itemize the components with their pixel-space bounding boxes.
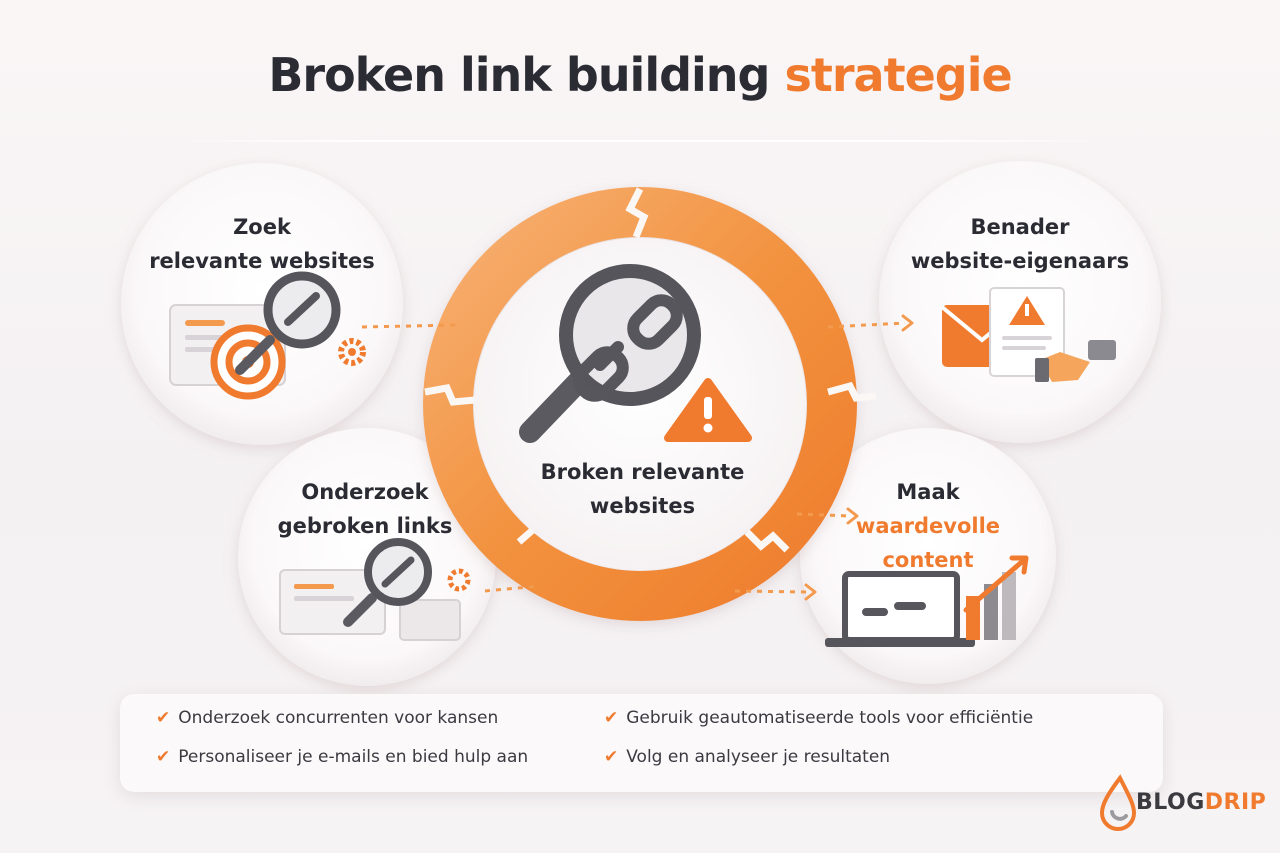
step-research-line2: gebroken links [277, 514, 453, 538]
step-find-label: Zoek relevante websites [142, 210, 382, 278]
center-line1: Broken relevante [540, 460, 745, 484]
page-title: Broken link building strategie [0, 48, 1280, 102]
tip-item: ✔ Gebruik geautomatiseerde tools voor eff… [604, 708, 1033, 728]
check-icon: ✔ [604, 747, 619, 767]
step-approach-line1: Benader [970, 215, 1070, 239]
tip-item: ✔ Volg en analyseer je resultaten [604, 747, 890, 767]
brand-name: BLOGDRIP [1136, 790, 1266, 815]
step-approach-label: Benader website-eigenaars [900, 210, 1140, 278]
step-find-line2: relevante websites [149, 249, 375, 273]
step-research-label: Onderzoek gebroken links [250, 475, 480, 543]
laptop-icon [825, 571, 975, 647]
check-icon: ✔ [156, 708, 171, 728]
tip-text: Gebruik geautomatiseerde tools voor effi… [626, 708, 1034, 728]
tip-text: Personaliseer je e-mails en bied hulp aa… [178, 747, 529, 767]
step-approach-line2: website-eigenaars [910, 249, 1130, 273]
brand-part2: DRIP [1204, 790, 1267, 815]
handshake-icon [1035, 340, 1116, 382]
growth-chart-icon [963, 555, 1029, 640]
step-create-line3: content [882, 548, 974, 572]
letter-warning-icon [989, 287, 1065, 377]
title-main: Broken link building [268, 48, 770, 102]
gear-icon [338, 338, 366, 366]
step-create-label: Maak waardevolle content [833, 475, 1023, 577]
tips-panel: ✔ Onderzoek concurrenten voor kansen ✔ Geb… [120, 694, 1163, 792]
search-broken-link-icon [343, 538, 432, 627]
broken-link-icon [573, 294, 683, 402]
check-icon: ✔ [604, 708, 619, 728]
title-divider [180, 140, 1100, 142]
step-create-line2: waardevolle [855, 514, 1001, 538]
tip-text: Onderzoek concurrenten voor kansen [178, 708, 499, 728]
step-find-line1: Zoek [233, 215, 291, 239]
step-research-line1: Onderzoek [301, 480, 429, 504]
tip-item: ✔ Onderzoek concurrenten voor kansen [156, 708, 498, 728]
tip-item: ✔ Personaliseer je e-mails en bied hulp a… [156, 747, 528, 767]
center-label: Broken relevante websites [500, 455, 785, 523]
gear-icon-small [447, 568, 471, 592]
warning-icon [664, 378, 752, 442]
center-line2: websites [589, 494, 696, 518]
check-icon: ✔ [156, 747, 171, 767]
arrow-heads [804, 314, 914, 601]
connector-arrows [361, 321, 906, 594]
blogdrip-logo-icon [1099, 774, 1137, 831]
search-link-icon [235, 271, 341, 375]
title-accent: strategie [784, 48, 1012, 102]
brand-part1: BLOG [1136, 790, 1205, 815]
tip-text: Volg en analyseer je resultaten [626, 747, 891, 767]
step-create-line1: Maak [896, 480, 960, 504]
